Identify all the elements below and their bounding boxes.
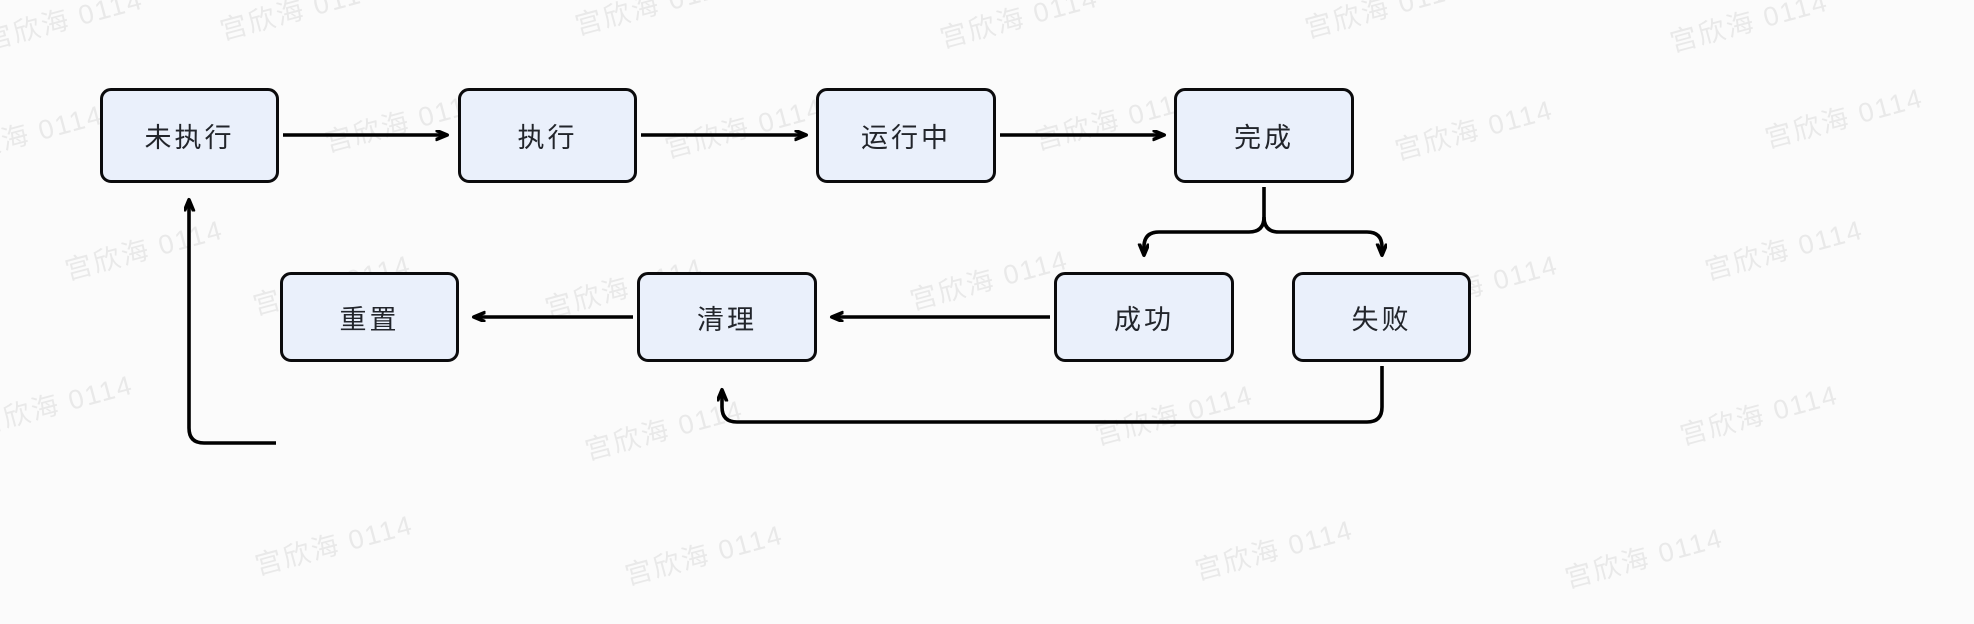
node-label: 失败	[1351, 304, 1412, 335]
node-failure[interactable]: 失败	[1292, 272, 1471, 362]
node-label: 重置	[339, 304, 400, 335]
node-running[interactable]: 运行中	[816, 88, 996, 183]
node-finished[interactable]: 完成	[1174, 88, 1354, 183]
node-label: 完成	[1234, 123, 1294, 153]
node-label: 运行中	[861, 123, 951, 153]
edge-reset-to-not-executed-path	[189, 200, 276, 445]
edge-failure-to-cleanup	[722, 366, 1384, 424]
node-label: 清理	[697, 304, 757, 335]
node-label: 成功	[1114, 304, 1174, 335]
edge-finished-to-success	[1144, 216, 1266, 255]
node-reset[interactable]: 重置	[280, 272, 459, 362]
node-cleanup[interactable]: 清理	[637, 272, 817, 362]
node-not-executed[interactable]: 未执行	[100, 88, 279, 183]
node-success[interactable]: 成功	[1054, 272, 1234, 362]
edge-finished-to-failure	[1262, 216, 1382, 255]
node-label: 执行	[517, 123, 578, 153]
node-execute[interactable]: 执行	[458, 88, 637, 183]
node-label: 未执行	[144, 123, 235, 153]
